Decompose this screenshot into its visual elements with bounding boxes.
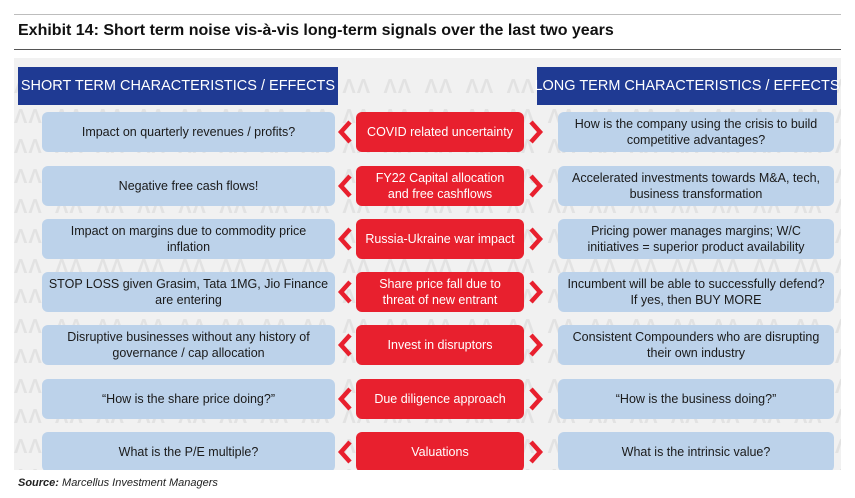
chevron-left-icon xyxy=(336,387,352,411)
chevron-right-icon xyxy=(529,227,545,251)
long-term-header: LONG TERM CHARACTERISTICS / EFFECTS xyxy=(534,67,840,105)
short-term-box: “How is the share price doing?” xyxy=(42,379,335,419)
topic-box: Valuations xyxy=(356,432,524,470)
chevron-left-icon xyxy=(336,333,352,357)
comparison-row: What is the P/E multiple? Valuations What … xyxy=(14,432,841,470)
long-term-box: Incumbent will be able to successfully d… xyxy=(558,272,834,312)
topic-box: FY22 Capital allocation and free cashflo… xyxy=(356,166,524,206)
comparison-row: Impact on quarterly revenues / profits? C… xyxy=(14,112,841,152)
diagram-panel: ΛΛ ΛΛ ΛΛ ΛΛ ΛΛ ΛΛ ΛΛ ΛΛ ΛΛ ΛΛ ΛΛ ΛΛ ΛΛ Λ… xyxy=(14,58,841,470)
long-term-box: Consistent Compounders who are disruptin… xyxy=(558,325,834,365)
topic-box: Invest in disruptors xyxy=(356,325,524,365)
short-term-header: SHORT TERM CHARACTERISTICS / EFFECTS xyxy=(18,67,338,105)
chevron-right-icon xyxy=(529,280,545,304)
long-term-box: What is the intrinsic value? xyxy=(558,432,834,470)
chevron-right-icon xyxy=(529,174,545,198)
exhibit-title: Exhibit 14: Short term noise vis-à-vis l… xyxy=(18,22,614,39)
short-term-box: What is the P/E multiple? xyxy=(42,432,335,470)
chevron-right-icon xyxy=(529,440,545,464)
comparison-row: STOP LOSS given Grasim, Tata 1MG, Jio Fi… xyxy=(14,272,841,312)
topic-box: Russia-Ukraine war impact xyxy=(356,219,524,259)
comparison-row: Impact on margins due to commodity price… xyxy=(14,219,841,259)
chevron-left-icon xyxy=(336,174,352,198)
long-term-box: Accelerated investments towards M&A, tec… xyxy=(558,166,834,206)
chevron-left-icon xyxy=(336,280,352,304)
topic-box: Due diligence approach xyxy=(356,379,524,419)
long-term-box: How is the company using the crisis to b… xyxy=(558,112,834,152)
chevron-right-icon xyxy=(529,120,545,144)
chevron-right-icon xyxy=(529,387,545,411)
title-rule xyxy=(14,49,841,50)
chevron-left-icon xyxy=(336,440,352,464)
comparison-row: Negative free cash flows! FY22 Capital al… xyxy=(14,166,841,206)
long-term-box: Pricing power manages margins; W/C initi… xyxy=(558,219,834,259)
topic-box: Share price fall due to threat of new en… xyxy=(356,272,524,312)
chevron-left-icon xyxy=(336,227,352,251)
chevron-left-icon xyxy=(336,120,352,144)
chevron-right-icon xyxy=(529,333,545,357)
comparison-row: “How is the share price doing?” Due dilig… xyxy=(14,379,841,419)
long-term-box: “How is the business doing?” xyxy=(558,379,834,419)
short-term-box: Impact on quarterly revenues / profits? xyxy=(42,112,335,152)
short-term-box: Disruptive businesses without any histor… xyxy=(42,325,335,365)
comparison-row: Disruptive businesses without any histor… xyxy=(14,325,841,365)
short-term-box: STOP LOSS given Grasim, Tata 1MG, Jio Fi… xyxy=(42,272,335,312)
source-text: Marcellus Investment Managers xyxy=(62,477,218,489)
source-note: Source: Marcellus Investment Managers xyxy=(18,477,218,489)
top-rule xyxy=(14,14,841,15)
short-term-box: Negative free cash flows! xyxy=(42,166,335,206)
source-label: Source: xyxy=(18,477,59,489)
topic-box: COVID related uncertainty xyxy=(356,112,524,152)
short-term-box: Impact on margins due to commodity price… xyxy=(42,219,335,259)
